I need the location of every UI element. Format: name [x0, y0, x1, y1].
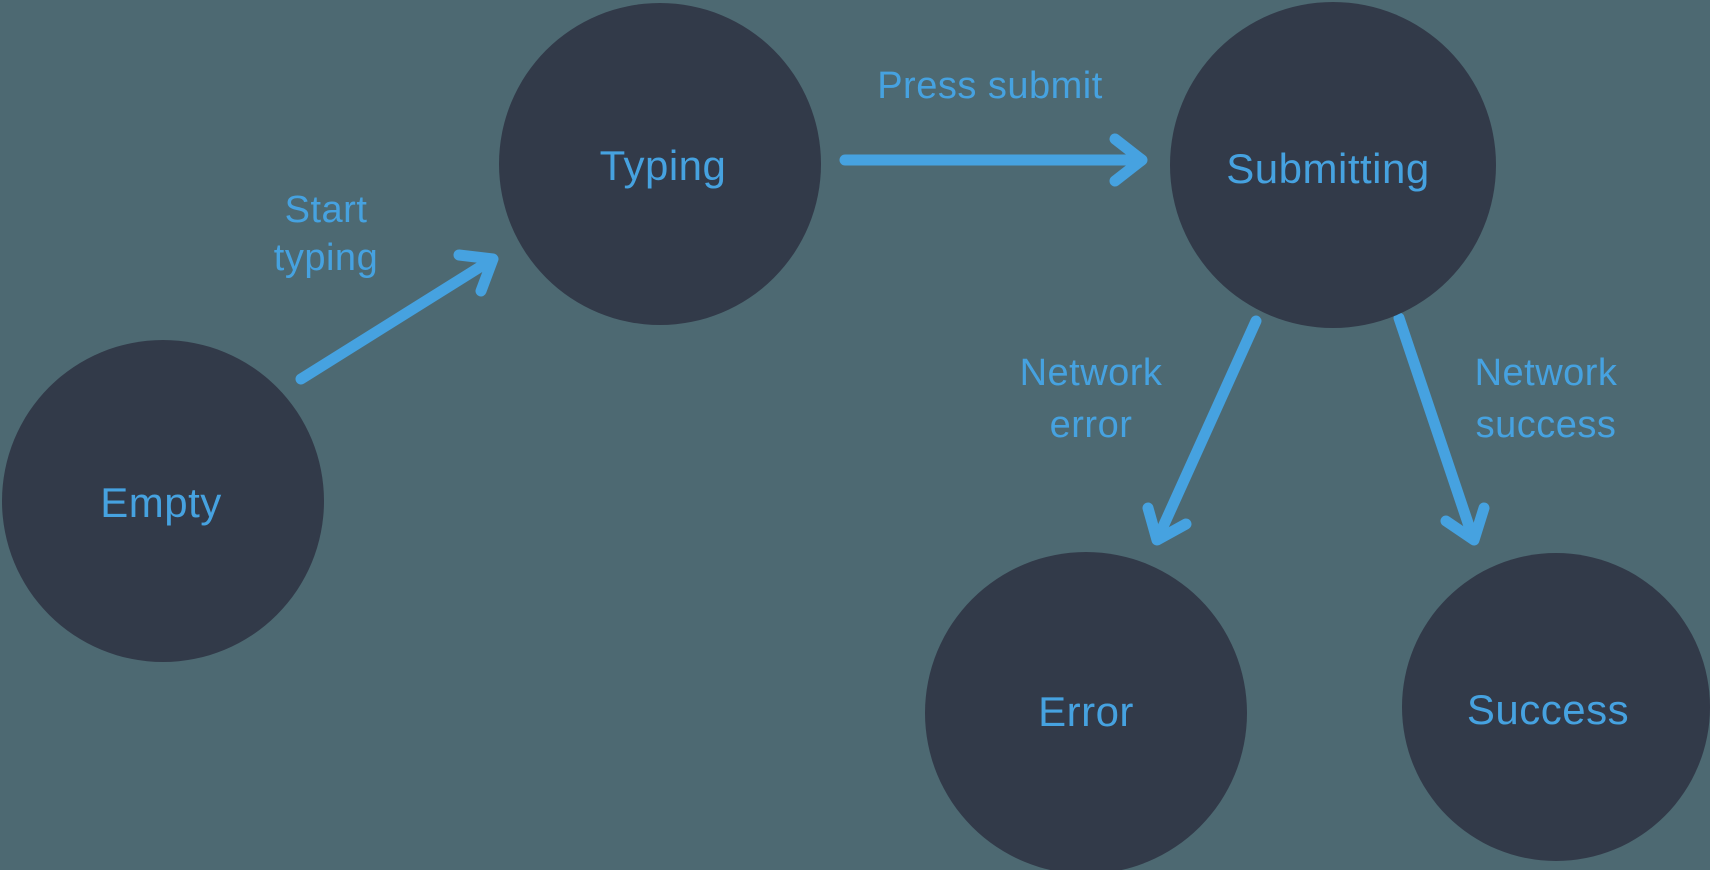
edge-network-error-label-line2: error [1050, 404, 1133, 446]
edge-network-error: Network error [1020, 315, 1262, 546]
edge-press-submit: Press submit [839, 65, 1148, 187]
node-success-circle [1402, 553, 1710, 861]
edge-start-typing-arrowhead-icon [453, 249, 499, 297]
edge-network-error-shaft [1156, 315, 1262, 535]
node-submitting-label: Submitting [1226, 145, 1429, 192]
edge-network-error-label-line1: Network [1020, 352, 1163, 394]
edge-start-typing-shaft [295, 256, 494, 385]
node-typing: Typing [499, 3, 821, 325]
node-typing-label: Typing [600, 142, 727, 189]
node-error-label: Error [1038, 688, 1134, 735]
edge-start-typing-label-line1: Start [285, 189, 368, 231]
edge-press-submit-arrowhead-icon [1109, 133, 1148, 187]
edge-network-success-arrowhead-icon [1440, 502, 1490, 546]
edge-start-typing: Start typing [274, 189, 499, 385]
node-error-circle [925, 552, 1247, 870]
node-empty-label: Empty [100, 479, 222, 526]
node-typing-circle [499, 3, 821, 325]
edge-network-success-label-line1: Network [1475, 352, 1618, 394]
node-empty: Empty [2, 340, 324, 662]
node-error: Error [925, 552, 1247, 870]
node-submitting-circle [1170, 2, 1496, 328]
edge-press-submit-label: Press submit [877, 65, 1103, 107]
node-success-label: Success [1467, 686, 1629, 733]
node-empty-circle [2, 340, 324, 662]
edge-network-success-label-line2: success [1476, 404, 1617, 446]
edge-network-success-shaft [1393, 312, 1476, 535]
node-submitting: Submitting [1170, 2, 1496, 328]
edge-network-error-arrowhead-icon [1142, 502, 1192, 546]
edge-start-typing-label-line2: typing [274, 237, 378, 279]
edge-network-success: Network success [1393, 312, 1618, 546]
node-success: Success [1402, 553, 1710, 861]
